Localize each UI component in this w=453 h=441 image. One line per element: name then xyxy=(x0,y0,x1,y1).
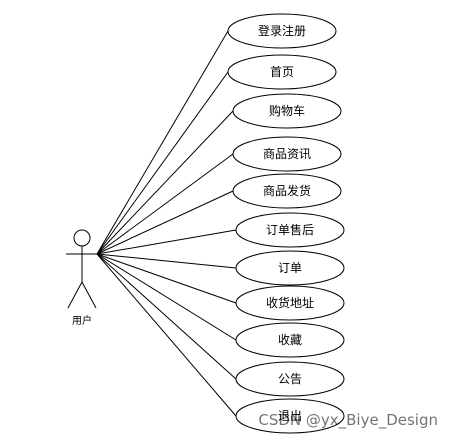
use-case: 商品发货 xyxy=(232,173,342,209)
use-case-label: 首页 xyxy=(270,65,294,79)
use-case-ellipse xyxy=(235,361,345,397)
use-case-ellipse xyxy=(232,93,342,129)
use-case-label: 订单售后 xyxy=(266,222,314,237)
use-case: 订单 xyxy=(235,250,345,286)
association-line xyxy=(96,253,237,304)
use-case-ellipse xyxy=(235,285,345,321)
use-case-ellipse xyxy=(232,173,342,209)
actor-left-leg xyxy=(67,281,83,309)
association-line xyxy=(96,253,237,341)
use-case-ellipse xyxy=(232,136,342,172)
association-line xyxy=(96,71,229,255)
use-case: 登录注册 xyxy=(227,13,337,49)
use-case-label: 登录注册 xyxy=(258,23,306,38)
association-line xyxy=(96,253,237,269)
use-case: 订单售后 xyxy=(235,212,345,248)
use-case-label: 商品资讯 xyxy=(263,146,311,161)
use-case-label: 收藏 xyxy=(278,333,302,347)
use-case-label: 收货地址 xyxy=(266,295,314,310)
association-line xyxy=(96,229,237,255)
association-line xyxy=(96,253,237,417)
use-case-label: 退出 xyxy=(278,409,302,423)
association-line xyxy=(96,110,234,255)
association-line xyxy=(96,30,229,255)
association-line xyxy=(96,190,234,255)
use-case: 收藏 xyxy=(235,322,345,358)
use-case-ellipse xyxy=(227,13,337,49)
use-case: 首页 xyxy=(227,54,337,90)
association-lines xyxy=(96,30,237,417)
use-case: 商品资讯 xyxy=(232,136,342,172)
use-case: 收货地址 xyxy=(235,285,345,321)
use-case-ellipse xyxy=(235,250,345,286)
use-case: 退出 xyxy=(235,398,345,434)
use-case-ellipse xyxy=(227,54,337,90)
watermark: CSDN @yx_Biye_Design xyxy=(258,411,438,430)
use-case-ellipse xyxy=(235,398,345,434)
actor-right-leg xyxy=(81,281,97,309)
use-case-ellipse xyxy=(235,322,345,358)
actor-label: 用户 xyxy=(72,314,92,327)
actor-head xyxy=(73,229,91,247)
actor-figure xyxy=(66,229,98,309)
use-case-label: 购物车 xyxy=(269,103,305,118)
use-case-label: 公告 xyxy=(278,372,302,386)
use-case-label: 订单 xyxy=(278,261,302,275)
use-case: 购物车 xyxy=(232,93,342,129)
use-case-ellipse xyxy=(235,212,345,248)
association-line xyxy=(96,153,234,255)
use-case-label: 商品发货 xyxy=(263,183,311,198)
association-line xyxy=(96,253,237,380)
use-case: 公告 xyxy=(235,361,345,397)
